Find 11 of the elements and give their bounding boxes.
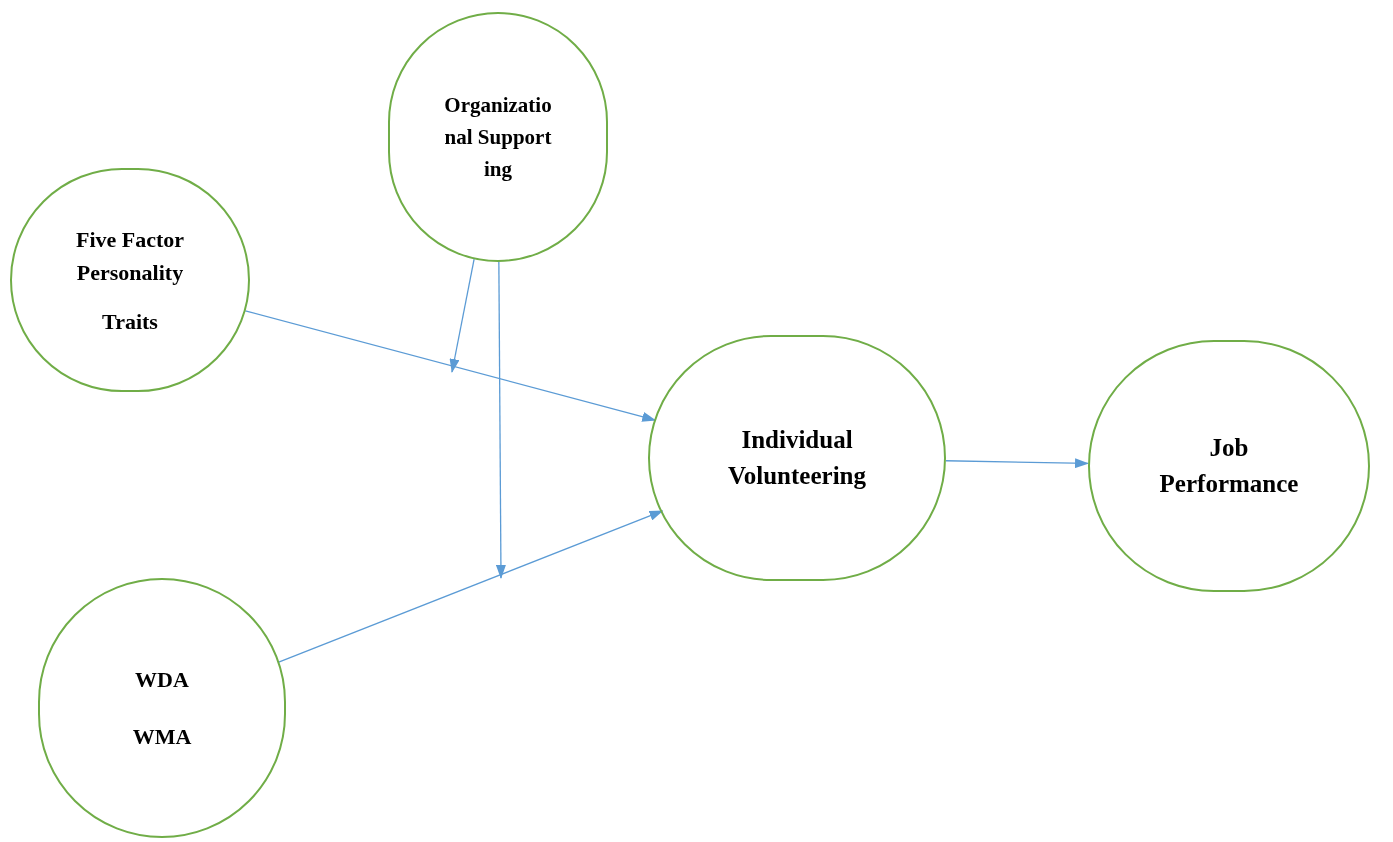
node-label: Job Performance: [1158, 433, 1300, 499]
arrow: [449, 258, 475, 373]
node-label: Organizational Supporting: [443, 92, 553, 183]
node-label: Traits: [101, 307, 159, 336]
node-label: WMA: [131, 723, 193, 751]
node-label: Five Factor Personality: [74, 225, 186, 287]
arrow: [495, 261, 506, 579]
arrow: [945, 458, 1090, 469]
node-label: WDA: [134, 666, 190, 694]
node-label: Individual Volunteering: [727, 425, 867, 491]
arrow: [244, 310, 657, 422]
